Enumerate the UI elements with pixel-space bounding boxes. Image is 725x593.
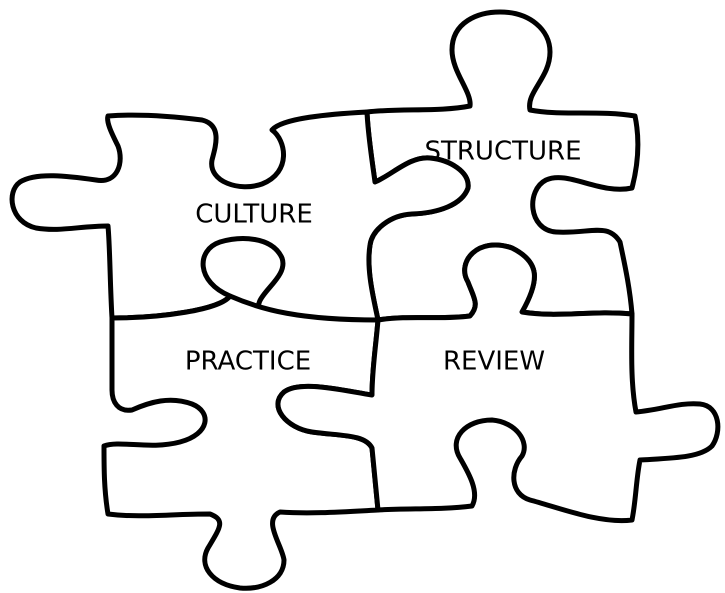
puzzle-piece-practice (101, 293, 381, 591)
label-review: REVIEW (443, 347, 545, 377)
label-culture: CULTURE (195, 200, 313, 230)
label-practice: PRACTICE (185, 347, 311, 377)
label-structure: STRUCTURE (424, 137, 581, 167)
puzzle-piece-review (275, 242, 721, 524)
